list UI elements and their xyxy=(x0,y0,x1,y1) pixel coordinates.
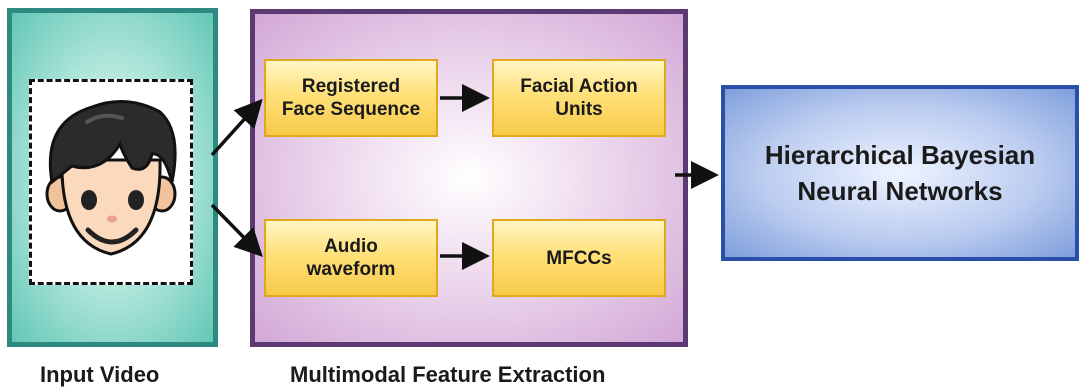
mfccs-box: MFCCs xyxy=(492,219,666,297)
face-icon xyxy=(45,100,177,256)
facial-action-units-box: Facial Action Units xyxy=(492,59,666,137)
feature-extraction-caption: Multimodal Feature Extraction xyxy=(290,362,606,387)
hierarchical-bayesian-nn-box: Hierarchical Bayesian Neural Networks xyxy=(721,85,1079,261)
input-video-panel xyxy=(7,8,218,347)
audio-waveform-box: Audio waveform xyxy=(264,219,438,297)
face-frame xyxy=(29,79,193,285)
input-video-caption: Input Video xyxy=(40,362,160,387)
registered-face-sequence-box: Registered Face Sequence xyxy=(264,59,438,137)
